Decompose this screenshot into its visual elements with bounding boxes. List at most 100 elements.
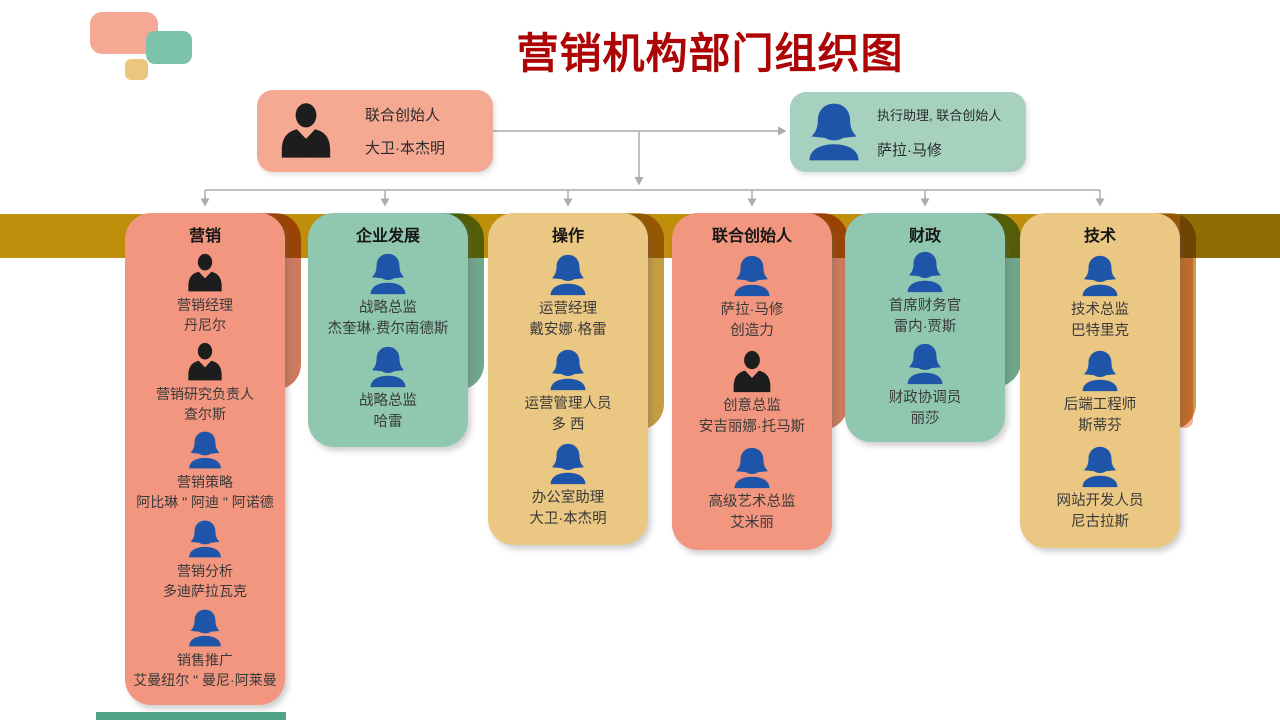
member-role: 萨拉·马修 — [720, 302, 784, 318]
department-card-marketing: 营销 营销经理 丹尼尔 营销研究负责人 查尔斯 营销策略 阿比琳 " 阿迪 " … — [125, 213, 285, 705]
assistant-box: 执行助理, 联合创始人 萨拉·马修 — [790, 92, 1026, 172]
member-role: 财政协调员 — [888, 390, 962, 406]
member-name: 戴安娜·格雷 — [529, 321, 607, 338]
founder-box: 联合创始人 大卫·本杰明 — [257, 90, 493, 172]
member-role: 战略总监 — [359, 299, 417, 316]
member-name: 查尔斯 — [184, 405, 226, 422]
gold-band-shadow — [1180, 214, 1280, 258]
org-member: 运营经理 戴安娜·格雷 — [488, 253, 648, 341]
org-member: 营销研究负责人 查尔斯 — [125, 342, 285, 424]
member-role: 营销研究负责人 — [156, 385, 254, 402]
deco-green-rect — [146, 31, 192, 64]
assistant-role: 执行助理, 联合创始人 — [877, 107, 1002, 123]
member-name: 创造力 — [730, 323, 774, 339]
female-person-icon — [729, 254, 775, 298]
female-person-icon — [545, 253, 591, 297]
female-person-icon — [803, 101, 865, 163]
member-role: 销售推广 — [177, 652, 233, 669]
member-role: 战略总监 — [359, 393, 417, 410]
member-role: 创意总监 — [723, 398, 781, 414]
female-person-icon — [1077, 254, 1123, 298]
department-card-cofounder: 联合创始人 萨拉·马修 创造力 创意总监 安吉丽娜·托马斯 高级艺术总监 艾米丽 — [672, 213, 832, 550]
member-role: 技术总监 — [1071, 301, 1129, 318]
org-member: 销售推广 艾曼纽尔 " 曼尼·阿莱曼 — [125, 608, 285, 690]
member-name: 雷内·贾斯 — [893, 319, 957, 335]
member-name: 艾曼纽尔 " 曼尼·阿莱曼 — [133, 672, 277, 689]
member-list: 技术总监 巴特里克 后端工程师 斯蒂芬 网站开发人员 尼古拉斯 — [1020, 246, 1180, 548]
member-name: 巴特里克 — [1071, 322, 1129, 339]
member-role: 营销分析 — [177, 563, 233, 580]
male-person-icon — [729, 350, 775, 394]
org-member: 营销经理 丹尼尔 — [125, 253, 285, 335]
member-list: 营销经理 丹尼尔 营销研究负责人 查尔斯 营销策略 阿比琳 " 阿迪 " 阿诺德… — [125, 246, 285, 705]
org-member: 网站开发人员 尼古拉斯 — [1020, 445, 1180, 533]
member-role: 营销经理 — [177, 296, 233, 313]
member-list: 首席财务官 雷内·贾斯 财政协调员 丽莎 — [845, 246, 1005, 442]
org-member: 技术总监 巴特里克 — [1020, 254, 1180, 342]
department-title: 营销 — [188, 228, 221, 245]
bottom-teal-strip — [96, 712, 286, 720]
org-member: 后端工程师 斯蒂芬 — [1020, 349, 1180, 437]
female-person-icon — [902, 250, 948, 294]
org-member: 高级艺术总监 艾米丽 — [672, 446, 832, 534]
member-role: 高级艺术总监 — [708, 494, 796, 510]
org-member: 财政协调员 丽莎 — [845, 342, 1005, 430]
member-name: 多迪萨拉瓦克 — [163, 583, 247, 600]
department-card-technology: 技术 技术总监 巴特里克 后端工程师 斯蒂芬 网站开发人员 尼古拉斯 — [1020, 213, 1180, 548]
department-title: 操作 — [551, 228, 584, 245]
member-name: 艾米丽 — [730, 515, 774, 531]
female-person-icon — [184, 519, 226, 559]
female-person-icon — [1077, 349, 1123, 393]
org-member: 战略总监 杰奎琳·费尔南德斯 — [308, 252, 468, 340]
org-member: 运营管理人员 多 西 — [488, 348, 648, 436]
department-title: 财政 — [908, 228, 941, 245]
org-member: 营销分析 多迪萨拉瓦克 — [125, 519, 285, 601]
department-title: 联合创始人 — [711, 228, 792, 245]
female-person-icon — [184, 608, 226, 648]
department-card-finance: 财政 首席财务官 雷内·贾斯 财政协调员 丽莎 — [845, 213, 1005, 442]
female-person-icon — [365, 345, 411, 389]
member-role: 办公室助理 — [531, 490, 605, 507]
member-role: 运营管理人员 — [524, 395, 612, 412]
org-member: 战略总监 哈雷 — [308, 345, 468, 433]
female-person-icon — [365, 252, 411, 296]
member-role: 网站开发人员 — [1056, 492, 1144, 509]
department-title: 技术 — [1083, 228, 1116, 245]
founder-name: 大卫·本杰明 — [365, 140, 445, 157]
department-card-operations: 操作 运营经理 戴安娜·格雷 运营管理人员 多 西 办公室助理 大卫·本杰明 — [488, 213, 648, 545]
member-list: 战略总监 杰奎琳·费尔南德斯 战略总监 哈雷 — [308, 246, 468, 447]
male-person-icon — [277, 102, 335, 160]
org-member: 营销策略 阿比琳 " 阿迪 " 阿诺德 — [125, 430, 285, 512]
member-role: 运营经理 — [539, 300, 597, 317]
member-role: 后端工程师 — [1063, 397, 1137, 413]
org-member: 萨拉·马修 创造力 — [672, 254, 832, 342]
member-role: 营销策略 — [177, 474, 233, 491]
department-card-business-development: 企业发展 战略总监 杰奎琳·费尔南德斯 战略总监 哈雷 — [308, 213, 468, 447]
member-name: 安吉丽娜·托马斯 — [698, 419, 806, 435]
org-member: 首席财务官 雷内·贾斯 — [845, 250, 1005, 338]
female-person-icon — [545, 442, 591, 486]
member-name: 丽莎 — [910, 411, 940, 427]
member-name: 多 西 — [551, 416, 585, 433]
female-person-icon — [729, 446, 775, 490]
member-name: 尼古拉斯 — [1071, 513, 1129, 530]
member-role: 首席财务官 — [888, 298, 962, 314]
member-name: 哈雷 — [373, 414, 403, 431]
deco-yellow-rect — [125, 59, 148, 80]
department-title: 企业发展 — [355, 228, 420, 245]
female-person-icon — [545, 348, 591, 392]
member-name: 阿比琳 " 阿迪 " 阿诺德 — [136, 494, 274, 511]
org-member: 办公室助理 大卫·本杰明 — [488, 442, 648, 530]
female-person-icon — [902, 342, 948, 386]
female-person-icon — [1077, 445, 1123, 489]
member-list: 萨拉·马修 创造力 创意总监 安吉丽娜·托马斯 高级艺术总监 艾米丽 — [672, 246, 832, 550]
founder-role: 联合创始人 — [365, 107, 441, 124]
page-title: 营销机构部门组织图 — [516, 30, 904, 77]
member-list: 运营经理 戴安娜·格雷 运营管理人员 多 西 办公室助理 大卫·本杰明 — [488, 246, 648, 545]
male-person-icon — [184, 342, 226, 382]
female-person-icon — [184, 430, 226, 470]
member-name: 丹尼尔 — [184, 316, 226, 333]
assistant-name: 萨拉·马修 — [877, 141, 942, 159]
